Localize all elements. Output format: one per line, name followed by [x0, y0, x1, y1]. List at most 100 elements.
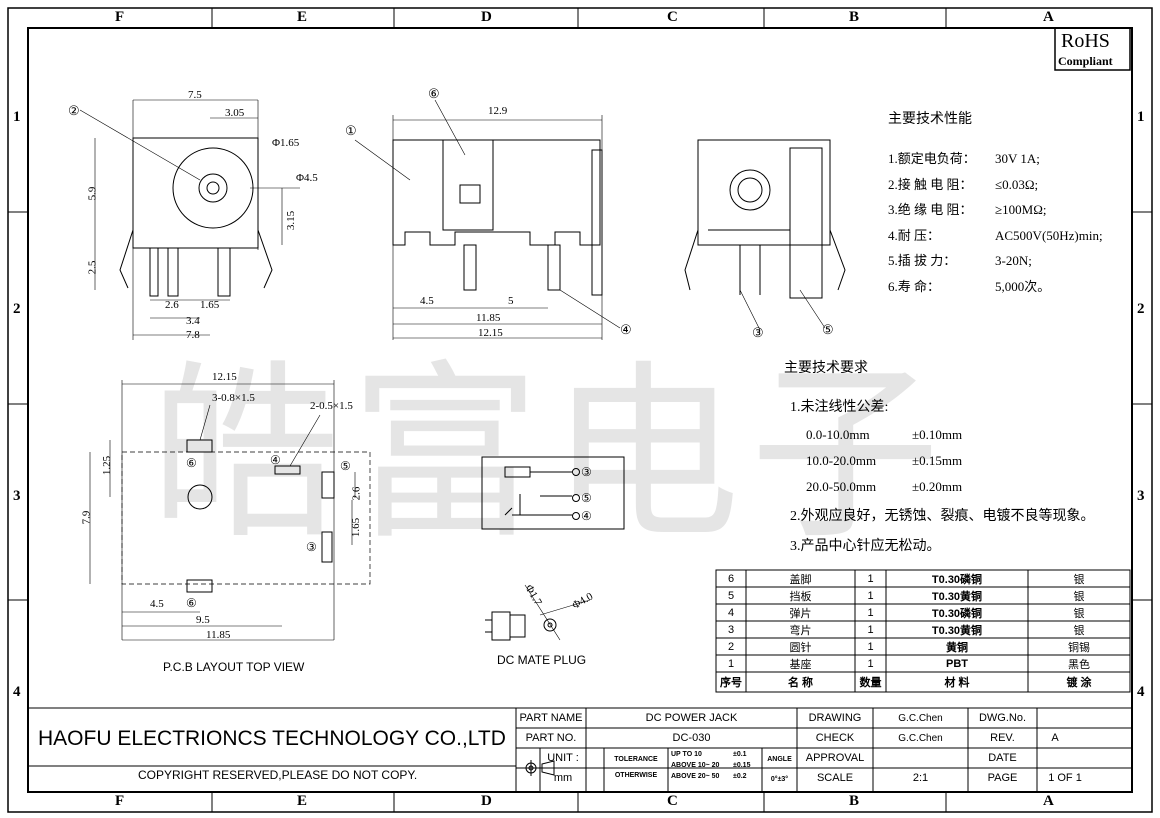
spec-label: 1.额定电负荷：	[888, 151, 976, 166]
pin-label: ⑤	[581, 491, 592, 505]
rohs-title: RoHS	[1061, 30, 1110, 52]
bom-header-cell: 镀 涂	[1066, 677, 1092, 689]
plug-caption: DC MATE PLUG	[497, 653, 587, 667]
grid-column-label: D	[481, 9, 492, 25]
pin-label: ④	[581, 509, 592, 523]
grid-row-label: 3	[1137, 488, 1145, 504]
callout: ②	[68, 103, 80, 118]
grid-row-label: 4	[13, 684, 21, 700]
bom-cell: 银	[1073, 624, 1085, 637]
spec-value: 3-20N;	[995, 253, 1032, 268]
dim-label: 1.65	[350, 517, 363, 538]
unit: mm	[553, 772, 573, 784]
dim-label: 12.15	[212, 371, 237, 383]
specs-title: 主要技术性能	[888, 112, 972, 127]
rohs-box	[1054, 27, 1131, 71]
tolerance-range: UP TO 10	[671, 751, 702, 758]
callout: ④	[270, 453, 281, 467]
callout: ④	[620, 322, 632, 337]
grid-column-label: F	[115, 793, 125, 809]
bom-header-cell: 材 料	[944, 677, 970, 689]
requirements-title: 主要技术要求	[784, 361, 868, 376]
part-name-label: PART NAME	[519, 712, 583, 724]
dim-label: 2.6	[350, 486, 363, 501]
grid-row-label: 3	[13, 488, 21, 504]
check-label: CHECK	[815, 732, 855, 744]
dim-label: Φ4.5	[296, 172, 318, 184]
callout: ①	[345, 123, 357, 138]
bom-cell: 挡板	[789, 590, 812, 603]
bom-cell: T0.30黄铜	[931, 624, 983, 637]
bom-cell: 1	[867, 623, 874, 636]
spec-label: 6.寿 命：	[888, 278, 941, 294]
dim-label: Φ1.65	[272, 137, 300, 149]
bom-cell: 3	[727, 623, 735, 636]
bom-cell: 黄铜	[946, 641, 968, 654]
part-no: DC-030	[672, 732, 711, 744]
bom-cell: 2	[727, 640, 735, 653]
approval-label: APPROVAL	[805, 752, 865, 764]
bom-cell: 弯片	[789, 624, 812, 637]
grid-column-label: D	[481, 793, 492, 809]
callout: ⑤	[340, 459, 351, 473]
spec-label: 4.耐 压：	[888, 227, 941, 243]
bom-header-cell: 数量	[859, 677, 882, 689]
bom-cell: 银	[1073, 607, 1085, 620]
tolerance-value: ±0.1	[733, 751, 747, 758]
pcb-view	[89, 380, 371, 641]
drawing-by: G.C.Chen	[898, 712, 943, 724]
date-label: DATE	[988, 752, 1017, 764]
dim-label: 2-0.5×1.5	[310, 400, 353, 412]
watermark: 皓富电子	[150, 344, 951, 565]
bom-cell: 银	[1073, 573, 1085, 586]
dim-label: 2.6	[165, 299, 179, 311]
bom-cell: 6	[727, 572, 735, 585]
bom-cell: T0.30磷铜	[931, 573, 983, 586]
dim-label: 7.8	[186, 329, 200, 341]
bom-cell: 5	[727, 589, 735, 602]
dwg-no-label: DWG.No.	[978, 712, 1027, 724]
callout: ⑤	[822, 322, 834, 337]
grid-column-label: C	[667, 9, 678, 25]
rev-label: REV.	[990, 732, 1015, 744]
bom-cell: 1	[867, 657, 874, 670]
grid-row-label: 2	[13, 301, 21, 317]
tolerance-label: TOLERANCE	[614, 755, 658, 763]
bom-cell: 铜锡	[1068, 641, 1090, 654]
spec-value: 5,000次。	[995, 278, 1051, 294]
spec-value: ≥100MΩ;	[995, 202, 1047, 217]
grid-column-label: B	[849, 9, 860, 25]
dim-label: 4.5	[420, 295, 434, 307]
bom-cell: 盖脚	[789, 573, 812, 586]
tolerance-value: ±0.20mm	[912, 479, 963, 494]
bom-cell: 1	[727, 657, 735, 670]
dim-label: 1.65	[200, 299, 220, 311]
dim-label: 3.4	[186, 315, 200, 327]
dim-label: 4.5	[150, 598, 164, 610]
dim-label: 1.25	[101, 455, 114, 476]
bom-cell: 黑色	[1068, 658, 1090, 671]
angle-value: 0°±3°	[770, 775, 789, 783]
callout: ⑥	[186, 456, 197, 470]
scale-value: 2:1	[912, 772, 929, 784]
dim-label: 11.85	[476, 312, 501, 324]
dim-label: 7.5	[188, 89, 202, 101]
callout: ⑥	[186, 596, 197, 610]
unit-label: UNIT :	[547, 752, 579, 764]
spec-value: AC500V(50Hz)min;	[995, 227, 1103, 243]
copyright: COPYRIGHT RESERVED,PLEASE DO NOT COPY.	[138, 768, 418, 782]
grid-column-label: F	[115, 9, 125, 25]
front-view	[79, 99, 300, 340]
tolerance-value: ±0.15mm	[912, 453, 963, 468]
bom-cell: T0.30磷铜	[931, 607, 983, 620]
pcb-caption: P.C.B LAYOUT TOP VIEW	[163, 660, 305, 674]
grid-column-label: A	[1043, 9, 1054, 25]
checked-by: G.C.Chen	[898, 732, 943, 744]
scale-label: SCALE	[816, 772, 854, 784]
spec-value: 30V 1A;	[995, 151, 1040, 166]
callout: ⑥	[428, 86, 440, 101]
pin-label: ③	[581, 465, 592, 479]
bom-cell: 1	[867, 640, 874, 653]
tolerance-value: ±0.2	[733, 773, 747, 780]
grid-row-label: 1	[13, 109, 21, 125]
